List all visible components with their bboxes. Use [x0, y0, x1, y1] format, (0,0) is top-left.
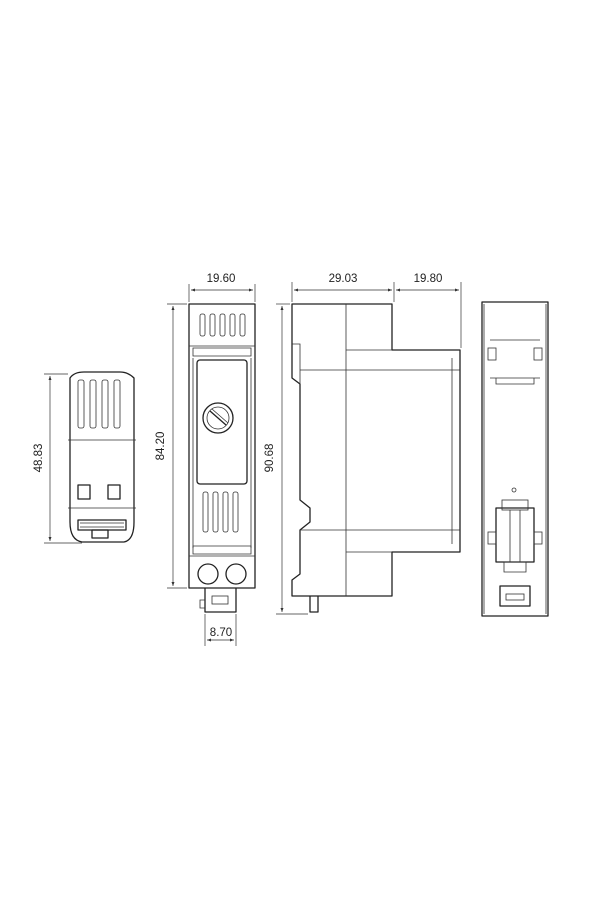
dim-profile-depth-b: 19.80 — [396, 273, 462, 348]
terminal-screws — [197, 563, 247, 585]
front-view: 19.60 84.20 8.70 — [155, 273, 256, 646]
front-top-vents — [199, 313, 246, 337]
front-bottom-vents — [202, 491, 239, 533]
dim-profile-depth-a: 29.03 — [291, 273, 395, 302]
back-view — [481, 301, 549, 617]
dim-profile-height: 90.68 — [264, 303, 308, 615]
label-90-68: 90.68 — [264, 444, 276, 473]
potentiometer-knob — [202, 402, 234, 434]
label-19-80: 19.80 — [414, 273, 443, 285]
label-48-83: 48.83 — [33, 444, 45, 473]
side-vent-slots — [77, 379, 121, 429]
label-8-70: 8.70 — [210, 627, 232, 639]
side-view: 48.83 — [33, 371, 136, 544]
dim-rail-clip-width: 8.70 — [204, 614, 237, 646]
dim-front-height: 84.20 — [155, 303, 187, 589]
dim-side-height: 48.83 — [33, 373, 82, 544]
profile-view: 29.03 19.80 90.68 — [264, 273, 462, 615]
label-19-60: 19.60 — [207, 273, 236, 285]
dim-front-width: 19.60 — [188, 273, 256, 302]
label-84-20: 84.20 — [155, 432, 167, 461]
label-29-03: 29.03 — [329, 273, 358, 285]
